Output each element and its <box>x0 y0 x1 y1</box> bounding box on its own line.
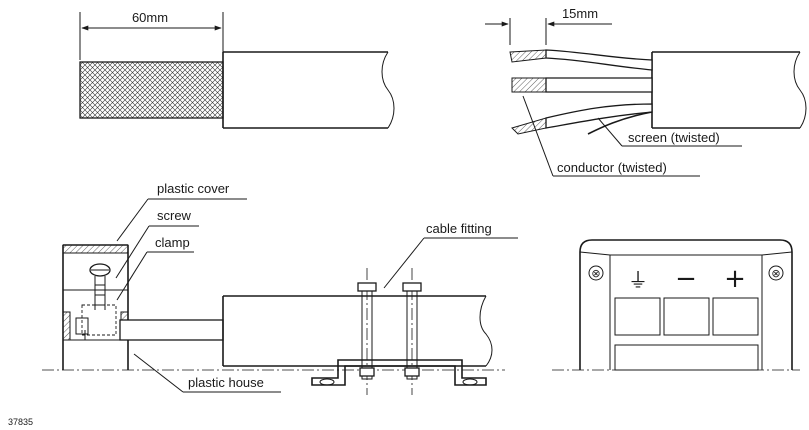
terminal-bottom-block <box>614 344 759 371</box>
mount-screw-left <box>588 265 604 281</box>
mount-screw-right <box>768 265 784 281</box>
screw-label: screw <box>157 208 192 223</box>
plastic-cover-label: plastic cover <box>157 181 230 196</box>
braided-screen <box>79 61 224 119</box>
plastic-house <box>62 245 129 370</box>
strip-length-dimension: 60mm <box>132 10 168 25</box>
svg-text:⊗: ⊗ <box>771 267 780 280</box>
reference-number: 37835 <box>8 417 33 427</box>
terminal-ground-symbol: ⏚ <box>628 268 648 292</box>
plastic-cover <box>62 244 129 254</box>
conductor-prep-view: 15mm screen (twisted) conductor (twisted… <box>485 6 807 177</box>
cable-fitting-label: cable fitting <box>426 221 492 236</box>
terminal-slot-ground <box>614 297 661 336</box>
terminal-minus-symbol: − <box>675 264 697 294</box>
cable-fitting <box>311 359 487 386</box>
inner-conductor <box>119 319 224 341</box>
cable-in-fitting <box>222 295 486 367</box>
plastic-house-label: plastic house <box>188 375 264 390</box>
svg-text:⊗: ⊗ <box>591 267 600 280</box>
terminal-plus-symbol: + <box>724 264 746 294</box>
terminal-slot-plus <box>712 297 759 336</box>
screen-twisted-label: screen (twisted) <box>628 130 720 145</box>
clamp-label: clamp <box>155 235 190 250</box>
stripped-cable-view: 60mm <box>79 10 395 129</box>
conductor-twisted-label: conductor (twisted) <box>557 160 667 175</box>
cable-jacket-right <box>651 51 800 129</box>
terminal-slot-minus <box>663 297 710 336</box>
terminal-front-view: ⊗ ⊗ ⏚ − + <box>552 239 800 371</box>
cable-jacket <box>222 51 388 129</box>
connector-section-view: plastic cover screw clamp cable fitting … <box>42 181 518 395</box>
conductor-length-dimension: 15mm <box>562 6 598 21</box>
clamp <box>81 304 117 336</box>
terminal-housing <box>579 239 793 370</box>
